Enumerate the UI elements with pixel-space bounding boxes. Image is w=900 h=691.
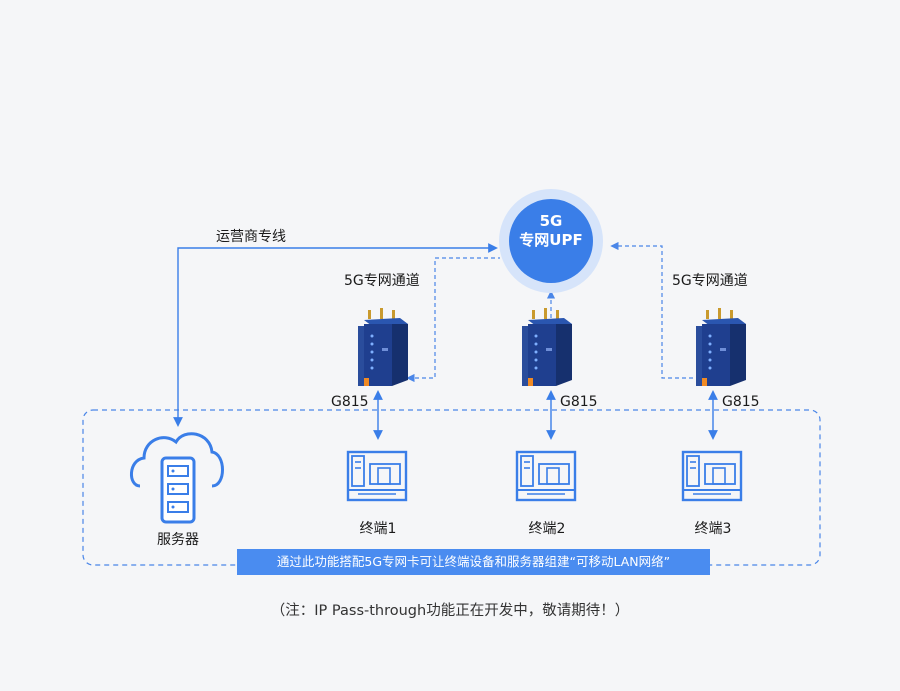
right-channel-label: 5G专网通道 (672, 273, 748, 289)
left-channel-label: 5G专网通道 (344, 273, 420, 289)
lan-boundary (82, 409, 821, 566)
router-3-icon (696, 308, 746, 386)
router-2-label: G815 (560, 394, 598, 410)
upf-label-line2: 专网UPF (519, 231, 583, 249)
terminal-2-label: 终端2 (528, 521, 566, 537)
right-channel-connector (610, 241, 700, 379)
terminal-1-icon (346, 450, 408, 502)
operator-line-connector (173, 243, 498, 427)
terminal-3-icon (681, 450, 743, 502)
footnote: （注：IP Pass-through功能正在开发中，敬请期待！） (270, 603, 630, 619)
lan-banner: 通过此功能搭配5G专网卡可让终端设备和服务器组建“可移动LAN网络” (237, 549, 710, 575)
terminal-1-label: 终端1 (359, 521, 397, 537)
terminal-3-label: 终端3 (694, 521, 732, 537)
left-channel-connector (406, 257, 500, 383)
upf-label: 5G 专网UPF (504, 212, 598, 250)
router-2-icon (522, 308, 572, 386)
router-1-icon (358, 308, 408, 386)
upf-circle-icon (499, 189, 603, 293)
operator-line-label: 运营商专线 (216, 229, 286, 245)
terminal-2-icon (515, 450, 577, 502)
router-3-label: G815 (722, 394, 760, 410)
cloud-server-icon (130, 432, 224, 524)
upf-label-line1: 5G (539, 212, 563, 230)
server-label: 服务器 (157, 532, 199, 548)
router-1-label: G815 (331, 394, 369, 410)
